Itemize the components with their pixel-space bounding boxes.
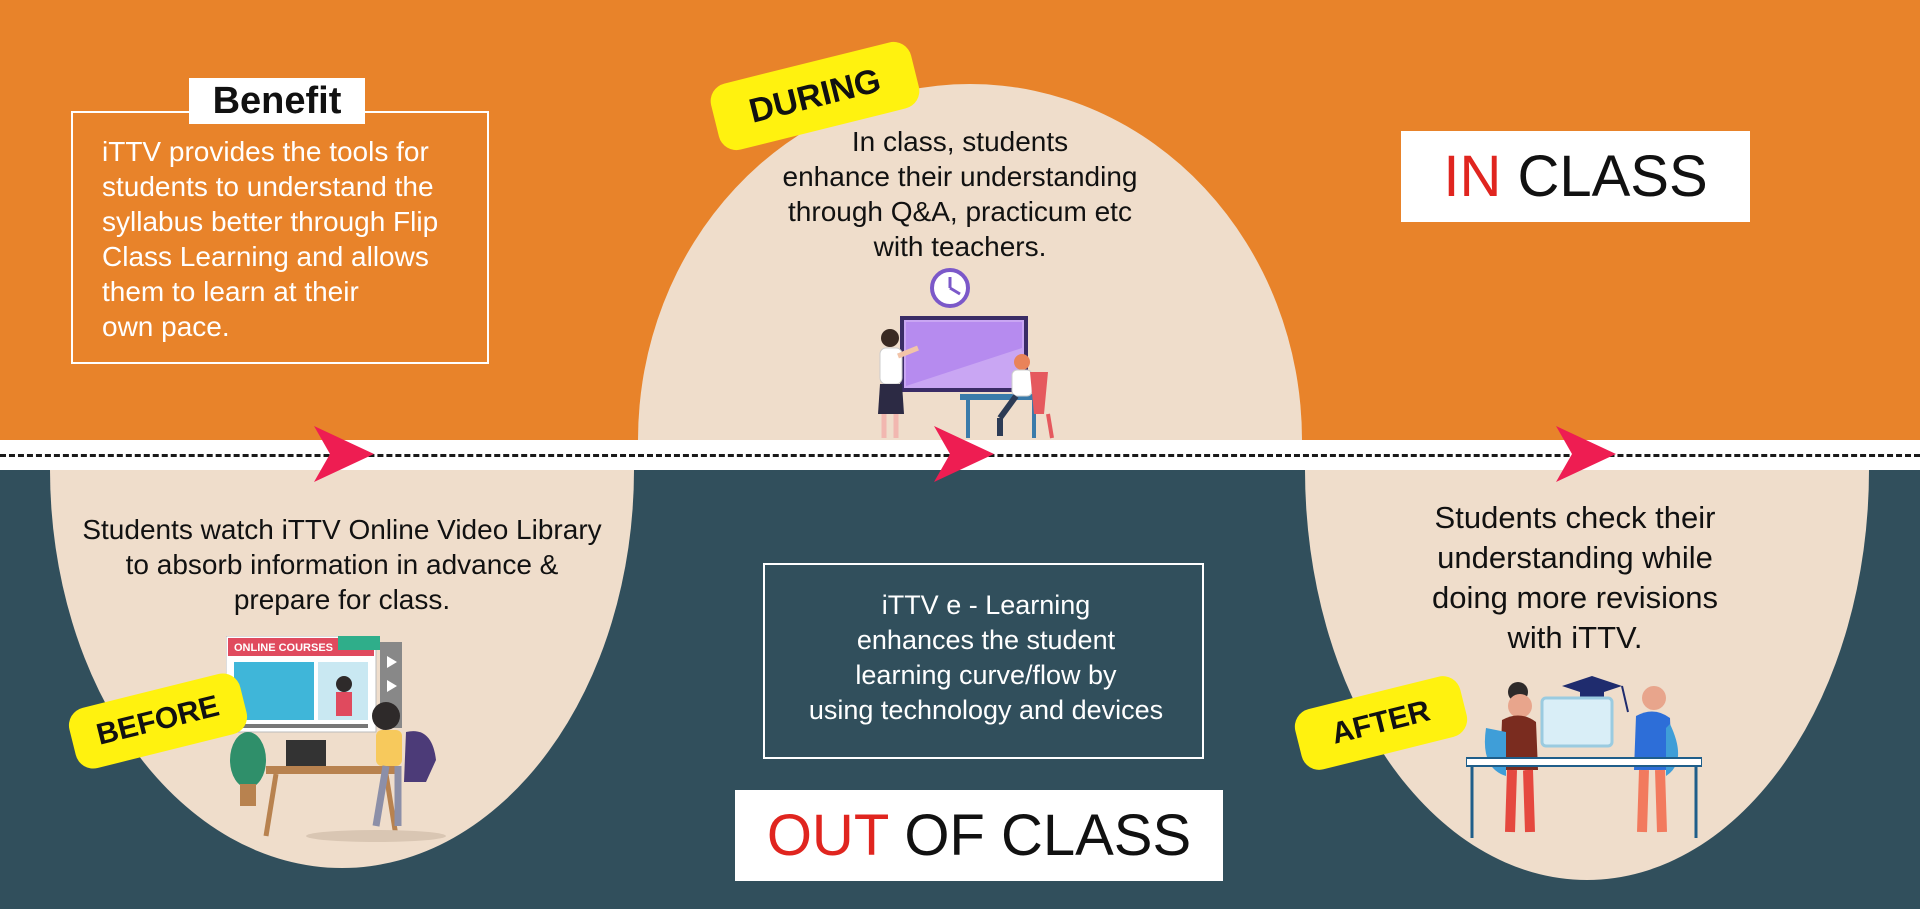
revision-illustration: [1466, 676, 1702, 838]
during-line: enhance their understanding: [782, 161, 1138, 192]
in-class-rest: CLASS: [1501, 144, 1708, 209]
after-line: understanding while: [1437, 540, 1713, 575]
during-text: In class, students enhance their underst…: [740, 124, 1180, 264]
after-line: Students check their: [1434, 500, 1716, 535]
elearning-line: using technology and devices: [808, 695, 1164, 725]
after-text: Students check their understanding while…: [1390, 498, 1760, 658]
elearning-line: enhances the student: [856, 625, 1116, 655]
benefit-line: syllabus better through Flip: [102, 206, 439, 237]
elearning-line: learning curve/flow by: [855, 660, 1117, 690]
in-class-label: IN CLASS: [1401, 131, 1750, 222]
before-text: Students watch iTTV Online Video Library…: [62, 512, 622, 617]
out-of-class-rest: OF CLASS: [888, 803, 1192, 868]
in-class-accent: IN: [1443, 144, 1502, 209]
benefit-title: Benefit: [189, 78, 365, 124]
screen-title: ONLINE COURSES: [234, 642, 333, 654]
during-line: In class, students: [851, 126, 1069, 157]
out-of-class-accent: OUT: [766, 803, 889, 868]
arrow-right-icon: [934, 426, 994, 482]
benefit-line: students to understand the: [102, 171, 434, 202]
benefit-text: iTTV provides the tools for students to …: [102, 134, 482, 344]
elearning-text: iTTV e - Learning enhances the student l…: [763, 588, 1209, 728]
arrow-right-icon: [1556, 426, 1616, 482]
benefit-line: them to learn at their: [102, 276, 359, 307]
classroom-illustration: [878, 268, 1054, 439]
benefit-line: Class Learning and allows: [102, 241, 429, 272]
out-of-class-label: OUT OF CLASS: [735, 790, 1223, 881]
during-line: through Q&A, practicum etc: [788, 196, 1132, 227]
before-line: Students watch iTTV Online Video Library: [82, 514, 602, 545]
benefit-line: iTTV provides the tools for: [102, 136, 429, 167]
benefit-line: own pace.: [102, 311, 230, 342]
after-line: with iTTV.: [1507, 620, 1643, 655]
before-line: to absorb information in advance &: [125, 549, 559, 580]
before-line: prepare for class.: [233, 584, 451, 615]
during-line: with teachers.: [873, 231, 1047, 262]
arrow-right-icon: [314, 426, 374, 482]
elearning-line: iTTV e - Learning: [881, 590, 1091, 620]
after-line: doing more revisions: [1431, 580, 1719, 615]
elearning-box: [763, 563, 1204, 759]
online-study-illustration: ONLINE COURSES: [226, 636, 446, 842]
